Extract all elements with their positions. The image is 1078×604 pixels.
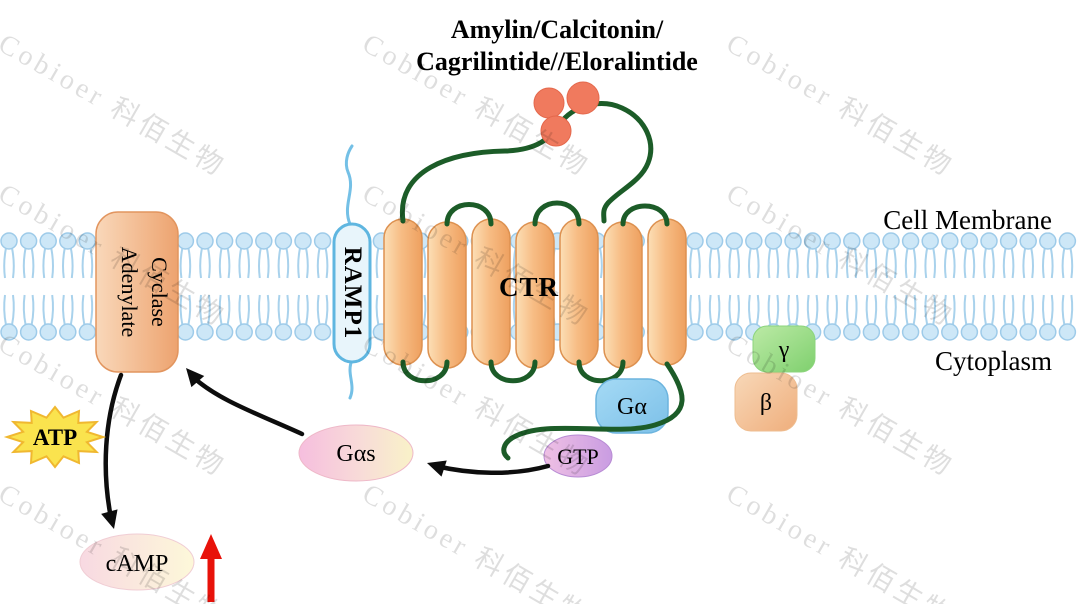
receptor-n-terminus xyxy=(399,101,654,224)
camp-increase-arrow xyxy=(200,534,222,602)
gamma-subunit-shape xyxy=(752,325,816,373)
ramp1-shape xyxy=(332,222,372,364)
cell-membrane-label: Cell Membrane xyxy=(883,205,1052,235)
adenylate-cyclase-label-line2: Cyclase xyxy=(147,257,172,327)
camp-label: cAMP xyxy=(106,551,169,577)
adenylate-cyclase-shape xyxy=(95,211,179,373)
ctr-helices xyxy=(383,218,687,369)
ligand-molecules xyxy=(533,81,600,147)
receptor-loops xyxy=(399,101,670,384)
adenylate-cyclase-label-line1: Adenylate xyxy=(117,247,142,337)
beta-subunit-label: β xyxy=(760,390,772,416)
arrow-gas-to-ac xyxy=(190,374,305,437)
title-line2: Cagrilintide//Eloralintide xyxy=(416,47,698,76)
gtp-label: GTP xyxy=(557,444,599,469)
ramp1-tail-top xyxy=(344,144,354,226)
beta-subunit-shape xyxy=(734,372,798,432)
g-alpha-shape xyxy=(595,378,669,434)
g-alpha-s-shape xyxy=(298,424,414,482)
ramp1-tail-bottom xyxy=(348,358,354,400)
cytoplasm-label: Cytoplasm xyxy=(935,346,1052,376)
ramp1-label: RAMP1 xyxy=(339,247,366,339)
atp-starburst xyxy=(3,405,107,469)
receptor-c-terminus xyxy=(501,361,685,461)
gtp-shape xyxy=(543,434,613,478)
arrow-ac-to-camp xyxy=(103,372,124,521)
ctr-label: CTR xyxy=(499,272,559,302)
atp-label: ATP xyxy=(33,425,77,450)
g-alpha-s-label: Gαs xyxy=(336,441,375,467)
signal-arrows xyxy=(101,368,551,529)
arrow-gtp-to-gas xyxy=(433,463,551,476)
camp-shape xyxy=(79,533,195,591)
g-alpha-label: Gα xyxy=(617,394,647,420)
title-line1: Amylin/Calcitonin/ xyxy=(451,15,664,44)
gamma-subunit-label: γ xyxy=(778,337,790,363)
